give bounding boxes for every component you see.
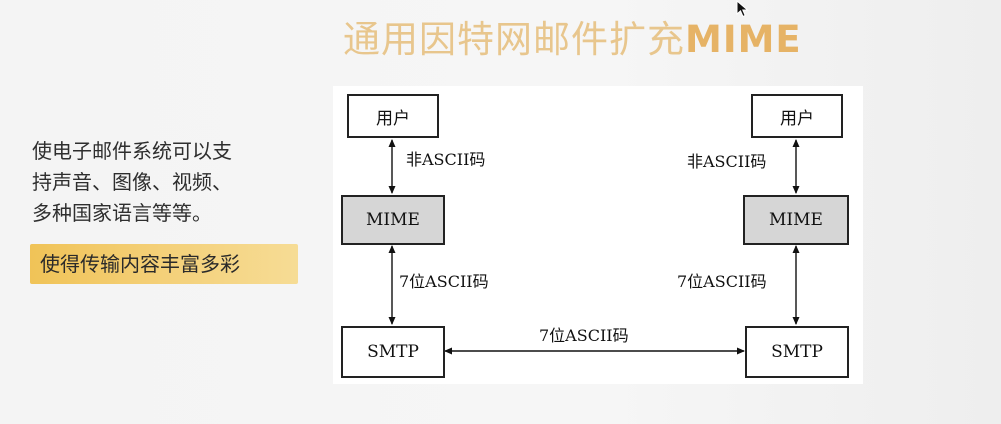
left-mime-label: MIME (366, 210, 420, 230)
mouse-pointer-icon (736, 0, 749, 18)
mime-diagram: 用户 MIME SMTP 非ASCII码 7位ASCII码 用户 MIME SM… (333, 86, 863, 384)
left-label-7bit: 7位ASCII码 (399, 272, 489, 291)
left-user-box: 用户 (347, 94, 439, 138)
description-text: 使电子邮件系统可以支 持声音、图像、视频、 多种国家语言等等。 (32, 136, 300, 229)
middle-label-7bit: 7位ASCII码 (539, 326, 629, 345)
description-line: 持声音、图像、视频、 (32, 170, 232, 194)
left-mime-box: MIME (341, 195, 445, 245)
highlight-text: 使得传输内容丰富多彩 (40, 252, 240, 276)
left-user-label: 用户 (376, 108, 410, 129)
left-label-non-ascii: 非ASCII码 (406, 150, 486, 169)
right-mime-label: MIME (769, 210, 823, 230)
diagram-arrows (388, 139, 800, 355)
right-mime-box: MIME (743, 195, 849, 245)
title-chinese: 通用因特网邮件扩充 (343, 18, 685, 61)
right-label-non-ascii: 非ASCII码 (687, 152, 767, 171)
slide-title: 通用因特网邮件扩充MIME (343, 12, 863, 68)
title-english: MIME (685, 18, 802, 61)
right-smtp-label: SMTP (771, 342, 823, 362)
right-label-7bit: 7位ASCII码 (677, 272, 767, 291)
description-line: 使电子邮件系统可以支 (32, 139, 232, 163)
right-smtp-box: SMTP (745, 326, 849, 378)
left-smtp-label: SMTP (367, 342, 419, 362)
left-smtp-box: SMTP (341, 326, 445, 378)
right-user-box: 用户 (751, 94, 843, 138)
right-user-label: 用户 (780, 108, 814, 129)
highlight-banner: 使得传输内容丰富多彩 (30, 244, 298, 284)
description-line: 多种国家语言等等。 (32, 201, 212, 225)
